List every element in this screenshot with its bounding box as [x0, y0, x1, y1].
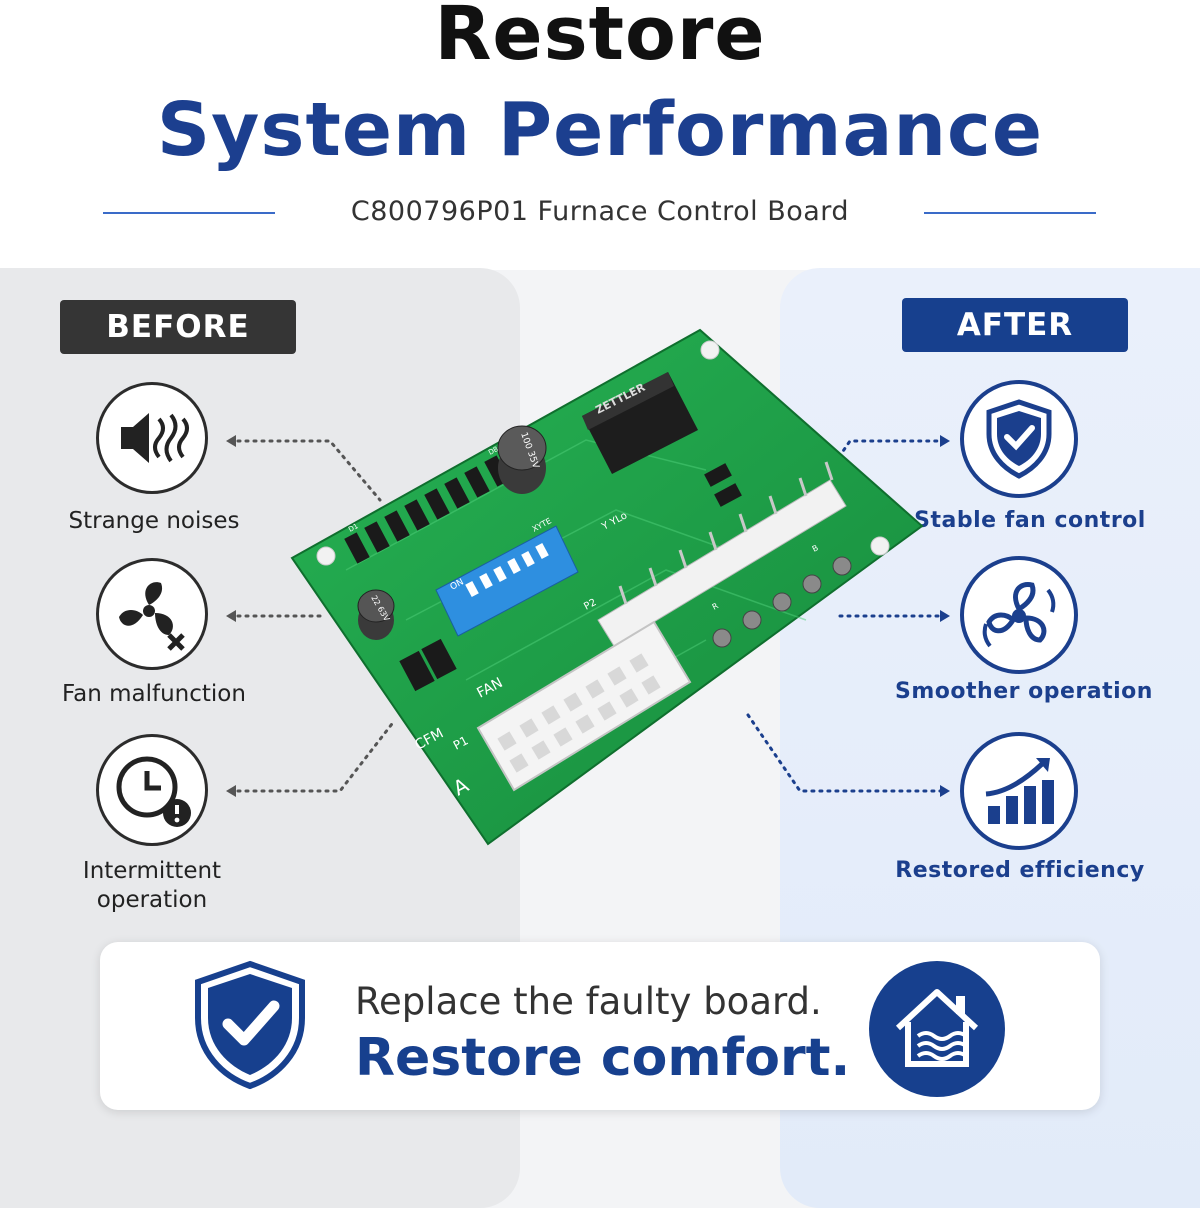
- fan-icon: [960, 556, 1078, 674]
- subtitle: C800796P01 Furnace Control Board: [350, 196, 850, 227]
- connector-p1: P1 FAN CFM A: [412, 620, 692, 800]
- terminal-label: B: [811, 543, 820, 554]
- fan-x-icon: [96, 558, 208, 670]
- pcb-body: [290, 328, 924, 846]
- after-label-stable: Stable fan control: [914, 508, 1146, 533]
- banner-line-2: Restore comfort.: [355, 1028, 851, 1088]
- control-board-image: D1 D8 100 35V ZETTLER 22 63V ON XYTE: [290, 328, 924, 846]
- standoff: [316, 546, 336, 566]
- resistors: [399, 463, 742, 692]
- after-label-smoother: Smoother operation: [895, 679, 1153, 704]
- subtitle-rule-left: [103, 212, 275, 214]
- standoff: [870, 536, 890, 556]
- svg-text:P2: P2: [582, 597, 598, 613]
- clock-alert-icon: [96, 734, 208, 846]
- subtitle-rule-right: [924, 212, 1096, 214]
- before-label-fan: Fan malfunction: [62, 681, 246, 707]
- after-badge: AFTER: [902, 298, 1128, 352]
- before-label-intermittent-line1: Intermittent: [82, 858, 222, 884]
- diode-row: [344, 455, 510, 564]
- before-label-intermittent: Intermittent operation: [22, 857, 282, 915]
- diode-label: D8: [487, 445, 499, 457]
- title-line-2: System Performance: [156, 87, 1044, 173]
- before-badge: BEFORE: [60, 300, 296, 354]
- standoff: [700, 340, 720, 360]
- diode-label: D1: [347, 522, 359, 534]
- capacitor-small: 22 63V: [357, 589, 395, 640]
- title-line-1: Restore: [434, 0, 766, 77]
- before-label-intermittent-line2: operation: [96, 887, 208, 913]
- shield-check-icon-large: [195, 960, 305, 1090]
- banner-line-1: Replace the faulty board.: [355, 980, 822, 1023]
- speaker-noise-icon: [96, 382, 208, 494]
- terminal-screws: [712, 556, 852, 648]
- capacitor-large: 100 35V: [497, 425, 547, 494]
- svg-text:P1: P1: [451, 733, 471, 752]
- header-background: [0, 0, 1200, 270]
- terminal-label: R: [711, 601, 721, 612]
- shield-check-icon: [960, 380, 1078, 498]
- growth-chart-icon: [960, 732, 1078, 850]
- after-label-efficiency: Restored efficiency: [895, 858, 1145, 883]
- before-label-noises: Strange noises: [68, 508, 240, 534]
- house-comfort-icon: [869, 961, 1005, 1097]
